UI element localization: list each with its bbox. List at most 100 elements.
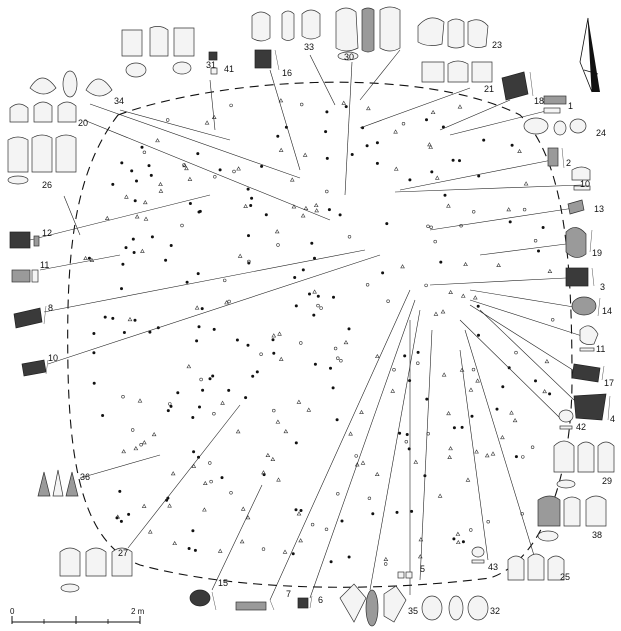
find-circle: [426, 224, 430, 229]
find-triangle: [312, 289, 317, 294]
artifact-3-core-drawing: [565, 267, 595, 287]
find-circle: [139, 443, 143, 447]
find-triangle: [506, 207, 512, 212]
find-triangle: [375, 353, 380, 359]
label-11-left: 11: [40, 260, 49, 270]
find-triangle: [261, 470, 266, 475]
find-dot: [425, 397, 429, 401]
find-triangle: [143, 216, 149, 221]
find-dot: [264, 213, 268, 217]
artifact-1-blade-drawing: [543, 95, 567, 114]
scale-start-label: 0: [10, 607, 15, 616]
find-circle: [336, 492, 340, 496]
find-dot: [120, 287, 123, 291]
find-dot: [198, 405, 201, 409]
find-triangle: [475, 378, 480, 383]
find-dot: [332, 295, 335, 299]
find-dot: [508, 220, 512, 224]
find-triangle: [278, 98, 284, 103]
find-dot: [191, 416, 195, 419]
find-dot: [249, 204, 253, 207]
label-20: 20: [78, 118, 88, 128]
find-triangle: [137, 398, 143, 403]
label-42: 42: [576, 422, 586, 432]
find-dot: [375, 161, 379, 165]
find-triangle: [191, 463, 197, 468]
find-dot: [335, 418, 339, 422]
find-dot: [92, 351, 96, 355]
find-triangle: [270, 456, 276, 461]
find-dot: [255, 370, 259, 374]
find-dot: [299, 509, 303, 512]
find-triangle: [240, 506, 246, 511]
find-triangle: [282, 549, 288, 554]
label-14: 14: [602, 306, 612, 316]
find-triangle: [182, 163, 187, 168]
find-triangle: [359, 409, 364, 414]
find-triangle: [202, 480, 208, 486]
find-dot: [148, 330, 152, 334]
leader-line: [359, 87, 471, 129]
find-triangle: [274, 229, 280, 234]
find-circle: [392, 368, 396, 372]
label-7: 7: [286, 589, 291, 599]
label-36: 36: [80, 472, 90, 482]
artifact-32-scraper-drawing: [421, 595, 489, 621]
find-triangle: [278, 147, 284, 152]
leader-line: [399, 159, 553, 191]
find-triangle: [300, 213, 306, 218]
find-dot: [327, 208, 331, 212]
find-dot: [235, 338, 239, 342]
find-triangle: [158, 188, 164, 193]
find-triangle: [296, 399, 302, 404]
find-triangle: [121, 449, 126, 454]
label-34: 34: [114, 96, 124, 106]
find-triangle: [544, 358, 550, 364]
find-dot: [250, 196, 254, 200]
find-circle: [131, 428, 135, 432]
find-circle: [208, 461, 212, 465]
find-dot: [461, 540, 465, 544]
label-2: 2: [566, 158, 571, 168]
artifact-34-scraper-drawing: [29, 70, 113, 98]
find-dot: [350, 153, 354, 156]
find-dot: [220, 476, 224, 480]
find-triangle: [245, 515, 251, 520]
find-circle: [199, 377, 203, 382]
find-dot: [477, 174, 481, 178]
find-circle: [261, 547, 266, 551]
find-dot: [196, 152, 200, 156]
find-triangle: [446, 410, 451, 416]
leader-line: [429, 277, 567, 286]
find-triangle: [142, 440, 147, 445]
artifact-5-flake-drawing: [397, 571, 413, 579]
label-17: 17: [604, 378, 614, 388]
leader-line: [469, 289, 581, 309]
find-dot: [294, 441, 298, 445]
find-scatter: [83, 98, 555, 566]
find-circle: [401, 121, 406, 126]
label-10-left: 10: [48, 353, 58, 363]
find-dot: [208, 377, 212, 381]
find-circle: [310, 522, 315, 527]
find-dot: [294, 304, 298, 308]
find-dot: [375, 141, 379, 145]
leader-line: [359, 49, 401, 101]
find-triangle: [155, 138, 160, 143]
find-dot: [195, 339, 199, 343]
leader-line: [344, 61, 353, 196]
find-triangle: [236, 166, 241, 171]
find-triangle: [434, 175, 440, 180]
find-dot: [291, 552, 295, 556]
find-dot: [164, 258, 168, 262]
find-dot: [458, 159, 461, 163]
find-circle: [213, 175, 217, 179]
find-triangle: [134, 214, 140, 219]
leader-line: [449, 109, 551, 136]
find-dot: [103, 315, 107, 319]
artifact-36-point-drawing: [37, 469, 79, 497]
find-dot: [405, 433, 409, 436]
artifact-13-blade-drawing: [567, 199, 585, 215]
label-35: 35: [408, 606, 418, 616]
find-dot: [119, 519, 123, 523]
